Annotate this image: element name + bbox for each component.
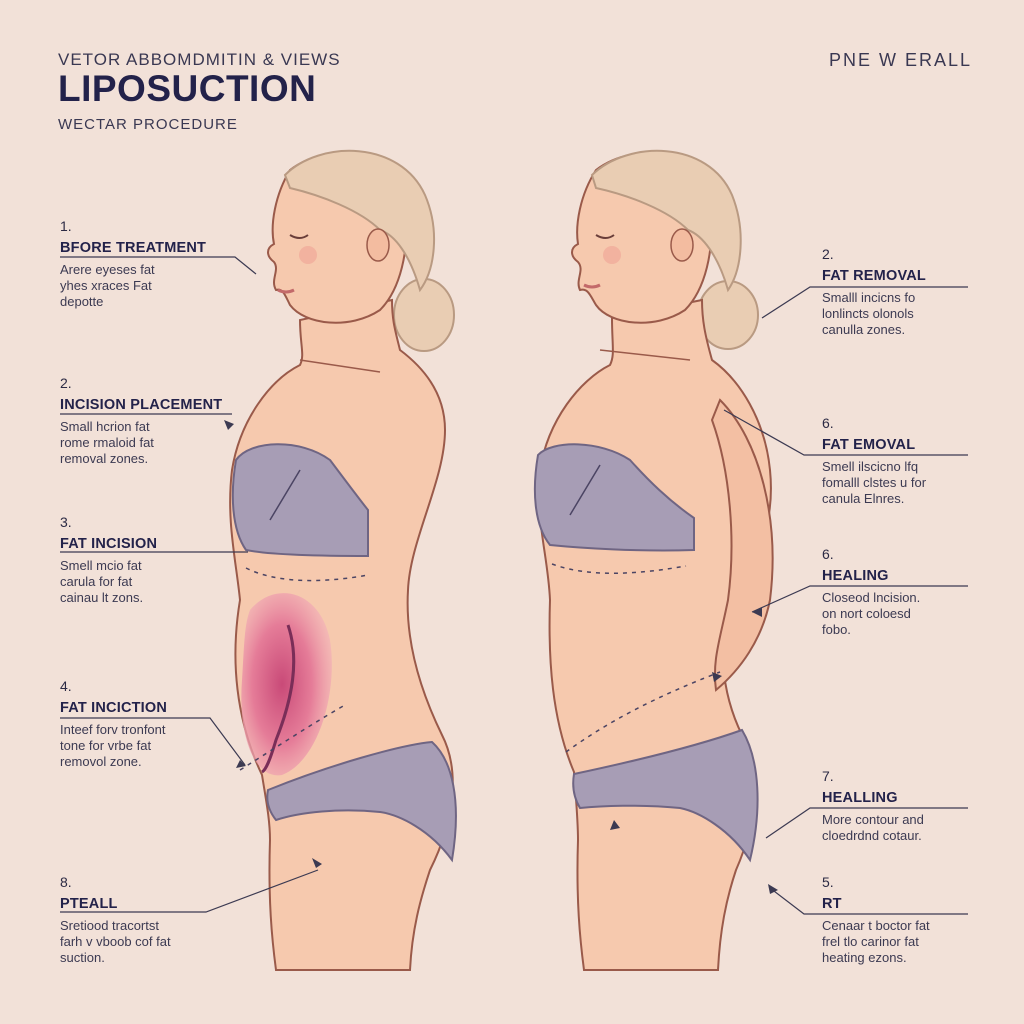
callout-incision-placement: 2. INCISION PLACEMENT Small hcrion fat r… <box>60 375 260 467</box>
step-description: Small hcrion fat rome rmaloid fat remova… <box>60 419 154 466</box>
step-description: Inteef forv tronfont tone for vrbe fat r… <box>60 722 166 769</box>
step-number: 2. <box>60 375 72 391</box>
step-description: Smell mcio fat carula for fat cainau lt … <box>60 558 144 605</box>
step-heading: FAT EMOVAL <box>822 437 916 453</box>
callout-fat-inciction: 4. FAT INCICTION Inteef forv tronfont to… <box>60 678 260 770</box>
step-number: 6. <box>822 415 834 431</box>
step-number: 1. <box>60 218 72 234</box>
step-description: Smalll incicns fo lonlincts olonols canu… <box>822 290 916 337</box>
header-top-right: PNE W ERALL <box>828 50 972 70</box>
step-number: 8. <box>60 874 72 890</box>
callout-healing: 6. HEALING Closeod lncision. on nort col… <box>822 546 1022 638</box>
step-heading: FAT INCISION <box>60 536 158 552</box>
callout-before-treatment: 1. BFORE TREATMENT Arere eyeses fat yhes… <box>60 218 260 310</box>
step-heading: HEALING <box>822 568 889 584</box>
step-description: Sretiood tracortst farh v vboob cof fat … <box>60 918 171 965</box>
callout-fat-removal: 2. FAT REMOVAL Smalll incicns fo lonlinc… <box>822 246 1022 338</box>
page-title: LIPOSUCTION <box>58 68 317 109</box>
step-description: Arere eyeses fat yhes xraces Fat depotte <box>60 262 155 309</box>
step-heading: FAT REMOVAL <box>822 268 926 284</box>
step-description: More contour and cloedrdnd cotaur. <box>822 812 924 843</box>
figure-before <box>229 149 457 971</box>
step-heading: FAT INCICTION <box>60 700 168 716</box>
step-number: 6. <box>822 546 834 562</box>
step-number: 2. <box>822 246 834 262</box>
step-number: 4. <box>60 678 72 694</box>
step-heading: RT <box>822 896 842 912</box>
step-heading: INCISION PLACEMENT <box>60 397 223 413</box>
page-subtitle: WECTAR PROCEDURE <box>58 116 238 133</box>
left-leader-lines <box>60 256 319 913</box>
step-heading: HEALLING <box>822 790 898 806</box>
callout-fat-emoval: 6. FAT EMOVAL Smell ilscicno lfq fomalll… <box>822 415 1022 507</box>
step-description: Cenaar t boctor fat frel tlo carinor fat… <box>822 918 930 965</box>
step-heading: PTEALL <box>60 896 118 912</box>
right-leader-lines <box>723 286 968 915</box>
step-description: Closeod lncision. on nort coloesd fobo. <box>822 590 921 637</box>
callout-rt: 5. RT Cenaar t boctor fat frel tlo carin… <box>822 874 1022 966</box>
callout-pteall: 8. PTEALL Sretiood tracortst farh v vboo… <box>60 874 260 966</box>
header-overtitle: VETOR ABBOMDMITIN & VIEWS <box>58 50 341 69</box>
step-number: 5. <box>822 874 834 890</box>
callout-heallling: 7. HEALLING More contour and cloedrdnd c… <box>822 768 1022 844</box>
pointer-arrows <box>224 420 778 894</box>
step-heading: BFORE TREATMENT <box>60 240 207 256</box>
step-description: Smell ilscicno lfq fomalll clstes u for … <box>822 459 927 506</box>
step-number: 3. <box>60 514 72 530</box>
fat-zone <box>241 593 332 776</box>
callout-fat-incision: 3. FAT INCISION Smell mcio fat carula fo… <box>60 514 260 606</box>
figure-after <box>533 149 774 971</box>
step-number: 7. <box>822 768 834 784</box>
